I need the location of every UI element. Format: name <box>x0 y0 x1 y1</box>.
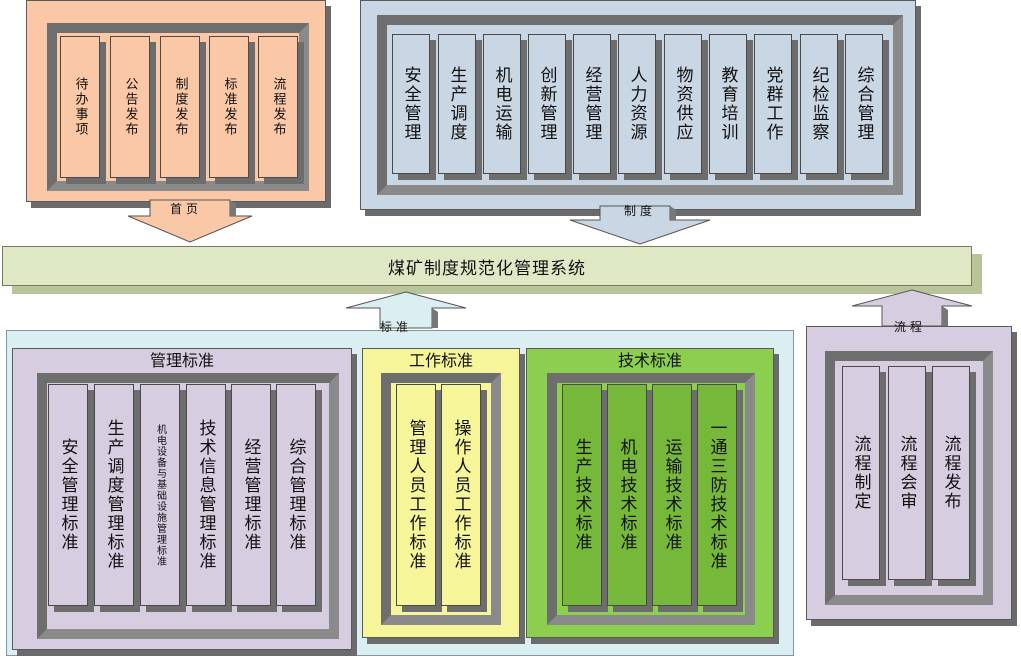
homepage-connector-label: 首页 <box>169 202 202 216</box>
system-tile-5-label: 经营管理 <box>581 66 602 142</box>
process-up-arrow <box>851 289 973 327</box>
process-inner-frame <box>825 351 993 605</box>
process-tile-1[interactable]: 流程制定 <box>842 366 880 580</box>
management-tile-1[interactable]: 安全管理标准 <box>48 384 88 606</box>
system-tile-3-label: 机电运输 <box>491 66 512 142</box>
management-tile-6[interactable]: 综合管理标准 <box>276 384 316 606</box>
management-standards-title: 管理标准 <box>149 351 214 370</box>
homepage-inner-frame <box>47 23 309 191</box>
management-tile-5-label: 经营管理标准 <box>240 438 261 552</box>
system-tile-1[interactable]: 安全管理 <box>392 34 430 174</box>
management-tile-3-label: 机电设备与基础设施管理标准 <box>154 423 166 567</box>
system-tile-10-label: 纪检监察 <box>808 66 829 142</box>
process-tile-3[interactable]: 流程发布 <box>932 366 970 580</box>
system-tile-10[interactable]: 纪检监察 <box>800 34 838 174</box>
process-connector-label: 流程 <box>893 320 926 334</box>
standards-connector-label: 标准 <box>379 320 412 334</box>
system-tile-9-label: 党群工作 <box>762 66 783 142</box>
management-tile-2[interactable]: 生产调度管理标准 <box>94 384 134 606</box>
management-tile-5[interactable]: 经营管理标准 <box>231 384 271 606</box>
system-tile-3[interactable]: 机电运输 <box>483 34 521 174</box>
work-tile-2-label: 操作人员工作标准 <box>450 419 471 571</box>
system-tile-5[interactable]: 经营管理 <box>573 34 611 174</box>
technical-tile-4[interactable]: 一通三防技术标准 <box>697 384 737 606</box>
system-tile-8-label: 教育培训 <box>717 66 738 142</box>
system-tile-7[interactable]: 物资供应 <box>664 34 702 174</box>
technical-tile-4-label: 一通三防技术标准 <box>706 419 727 571</box>
homepage-tile-3-label: 制度发布 <box>172 77 188 137</box>
homepage-tile-3[interactable]: 制度发布 <box>160 36 200 178</box>
technical-tile-3-label: 运输技术标准 <box>661 438 682 552</box>
management-tile-3[interactable]: 机电设备与基础设施管理标准 <box>140 384 180 606</box>
homepage-tile-4-label: 标准发布 <box>221 77 237 137</box>
technical-tile-2[interactable]: 机电技术标准 <box>607 384 647 606</box>
work-tile-2[interactable]: 操作人员工作标准 <box>441 384 481 606</box>
system-tile-11-label: 综合管理 <box>853 66 874 142</box>
system-tile-6[interactable]: 人力资源 <box>618 34 656 174</box>
technical-tile-2-label: 机电技术标准 <box>616 438 637 552</box>
technical-standards-title: 技术标准 <box>617 351 682 370</box>
work-standards-title: 工作标准 <box>408 351 473 370</box>
technical-tile-3[interactable]: 运输技术标准 <box>652 384 692 606</box>
management-tile-4[interactable]: 技术信息管理标准 <box>186 384 226 606</box>
system-inner-frame <box>377 15 903 195</box>
homepage-tile-1-label: 待办事项 <box>72 77 88 137</box>
homepage-down-arrow <box>127 199 253 243</box>
system-tile-8[interactable]: 教育培训 <box>709 34 747 174</box>
system-tile-4-label: 创新管理 <box>536 66 557 142</box>
process-tile-1-label: 流程制定 <box>850 435 871 511</box>
homepage-tile-5[interactable]: 流程发布 <box>258 36 298 178</box>
homepage-tile-4[interactable]: 标准发布 <box>209 36 249 178</box>
technical-standards-inner-frame <box>547 373 755 625</box>
system-tile-4[interactable]: 创新管理 <box>528 34 566 174</box>
system-tile-2-label: 生产调度 <box>446 66 467 142</box>
technical-tile-1[interactable]: 生产技术标准 <box>562 384 602 606</box>
homepage-tile-5-label: 流程发布 <box>270 77 286 137</box>
homepage-tile-2[interactable]: 公告发布 <box>110 36 150 178</box>
management-standards-inner-frame <box>37 373 339 639</box>
technical-tile-1-label: 生产技术标准 <box>571 438 592 552</box>
system-tile-7-label: 物资供应 <box>672 66 693 142</box>
system-down-arrow <box>569 205 711 245</box>
system-tile-1-label: 安全管理 <box>400 66 421 142</box>
system-title-banner: 煤矿制度规范化管理系统 <box>2 246 972 286</box>
system-title: 煤矿制度规范化管理系统 <box>388 258 586 279</box>
system-tile-6-label: 人力资源 <box>626 66 647 142</box>
management-tile-4-label: 技术信息管理标准 <box>195 419 216 571</box>
management-tile-1-label: 安全管理标准 <box>57 438 78 552</box>
system-tile-9[interactable]: 党群工作 <box>754 34 792 174</box>
system-connector-label: 制度 <box>623 204 656 218</box>
work-tile-1[interactable]: 管理人员工作标准 <box>396 384 436 606</box>
system-tile-11[interactable]: 综合管理 <box>845 34 883 174</box>
homepage-tile-1[interactable]: 待办事项 <box>60 36 100 178</box>
management-tile-2-label: 生产调度管理标准 <box>103 419 124 571</box>
process-tile-3-label: 流程发布 <box>940 435 961 511</box>
management-tile-6-label: 综合管理标准 <box>285 438 306 552</box>
process-tile-2-label: 流程会审 <box>896 435 917 511</box>
process-tile-2[interactable]: 流程会审 <box>888 366 926 580</box>
system-tile-2[interactable]: 生产调度 <box>438 34 476 174</box>
homepage-tile-2-label: 公告发布 <box>122 77 138 137</box>
standards-up-arrow <box>345 291 467 329</box>
work-tile-1-label: 管理人员工作标准 <box>405 419 426 571</box>
work-standards-inner-frame <box>381 373 501 625</box>
